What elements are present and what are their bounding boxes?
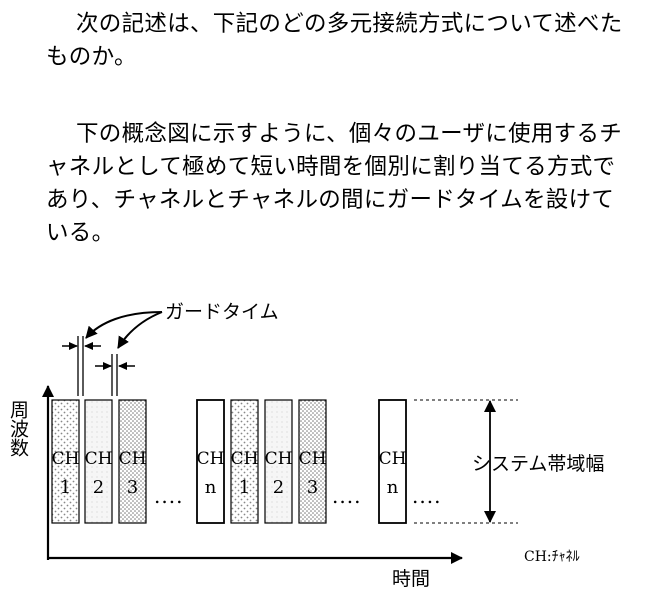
channel-block: CH 1 bbox=[51, 399, 80, 524]
channel-block: CH 3 bbox=[118, 399, 147, 524]
guard-time-label: ガードタイム bbox=[165, 301, 279, 323]
channel-rect bbox=[264, 399, 293, 524]
channel-rect bbox=[51, 399, 80, 524]
channel-number: n bbox=[387, 477, 399, 498]
channel-label: CH bbox=[379, 449, 407, 469]
guard-pointer-1 bbox=[85, 311, 163, 339]
channel-block: CH 3 bbox=[298, 399, 327, 524]
question-intro-text: 次の記述は、下記のどの多元接続方式について述べたものか。 bbox=[46, 11, 623, 70]
ellipsis-1: .... bbox=[154, 484, 183, 508]
channel-block: CH n bbox=[196, 399, 225, 524]
channel-rect bbox=[298, 399, 327, 524]
channel-blocks: CH 1 CH 2 CH 3 CH n CH 1 CH 2 CH 3 CH n bbox=[51, 399, 407, 524]
channel-label: CH bbox=[299, 449, 327, 469]
guard-marker-1 bbox=[62, 336, 101, 396]
question-intro: 次の記述は、下記のどの多元接続方式について述べたものか。 bbox=[46, 8, 626, 74]
channel-label: CH bbox=[119, 449, 147, 469]
channel-label: CH bbox=[52, 449, 80, 469]
question-description: 下の概念図に示すように、個々のユーザに使用するチャネルとして極めて短い時間を個別… bbox=[46, 118, 626, 250]
question-description-text: 下の概念図に示すように、個々のユーザに使用するチャネルとして極めて短い時間を個別… bbox=[46, 121, 623, 246]
ellipsis-3: .... bbox=[412, 484, 441, 508]
channel-rect bbox=[378, 399, 407, 524]
channel-label: CH bbox=[85, 449, 113, 469]
y-axis-label: 周波数 bbox=[7, 400, 29, 457]
ellipsis-2: .... bbox=[332, 484, 361, 508]
channel-number: 2 bbox=[273, 477, 284, 498]
channel-block: CH n bbox=[378, 399, 407, 524]
channel-number: 3 bbox=[127, 477, 138, 498]
channel-number: 2 bbox=[93, 477, 104, 498]
channel-number: n bbox=[205, 477, 217, 498]
guard-pointer-2 bbox=[117, 311, 163, 349]
channel-block: CH 2 bbox=[84, 399, 113, 524]
x-axis-label: 時間 bbox=[392, 568, 430, 590]
channel-label: CH bbox=[265, 449, 293, 469]
channel-block: CH 2 bbox=[264, 399, 293, 524]
channel-number: 1 bbox=[60, 477, 71, 498]
bandwidth-label: システム帯域幅 bbox=[472, 453, 604, 475]
channel-rect bbox=[230, 399, 259, 524]
channel-rect bbox=[196, 399, 225, 524]
channel-number: 1 bbox=[239, 477, 250, 498]
guard-marker-2 bbox=[95, 354, 135, 396]
channel-label: CH bbox=[231, 449, 259, 469]
channel-block: CH 1 bbox=[230, 399, 259, 524]
legend-note: CH:ﾁｬﾈﾙ bbox=[524, 549, 580, 565]
channel-number: 3 bbox=[307, 477, 318, 498]
channel-rect bbox=[84, 399, 113, 524]
channel-label: CH bbox=[197, 449, 225, 469]
channel-rect bbox=[118, 399, 147, 524]
